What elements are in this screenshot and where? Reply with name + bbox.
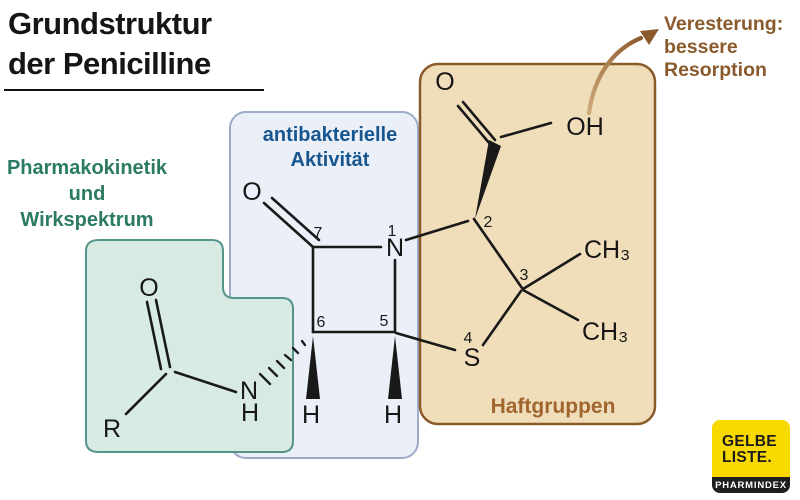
thiazolidine-region: [418, 62, 657, 426]
attachment-groups-label: Haftgruppen: [491, 395, 616, 418]
logo-black-bar: PHARMINDEX: [712, 477, 790, 493]
lactam-oxygen-label: O: [242, 178, 261, 206]
pharmacokinetics-label-line1: Pharmakokinetik: [7, 157, 168, 179]
position-number-3: 3: [520, 267, 529, 284]
hashed-wedge-c6-n: [258, 339, 307, 386]
page-title-line2: der Penicilline: [8, 46, 211, 81]
esterification-label-line2: bessere: [664, 36, 738, 58]
logo-tagline: PHARMINDEX: [715, 479, 787, 491]
hydrogen-c6-label: H: [302, 401, 320, 429]
logo-yellow-box: GELBE LISTE.: [712, 420, 790, 477]
bond-amide-c-o-1: [154, 298, 172, 369]
position-number-4: 4: [464, 330, 473, 347]
hash-mark: [258, 372, 272, 386]
bond-amide-c-n: [173, 370, 238, 394]
pharmacokinetics-label-line2: und: [69, 183, 106, 205]
bond-c-o-carboxyl-2: [456, 104, 492, 146]
bond-c7-o-2: [270, 196, 321, 242]
amide-hydrogen-label: H: [241, 399, 259, 427]
logo-text-line2: LISTE.: [722, 449, 773, 466]
acyl-side-chain-region: [85, 239, 294, 453]
ring-nitrogen-label: N: [386, 234, 404, 262]
r-group-label: R: [103, 415, 121, 443]
esterification-arrowhead-icon: [640, 29, 659, 45]
esterification-label-line3: Resorption: [664, 59, 767, 81]
wedge-c5-h: [388, 336, 402, 399]
bond-r-c: [124, 372, 168, 416]
esterification-label-line1: Veresterung:: [664, 13, 783, 35]
bond-c-o-carboxyl-1: [461, 100, 497, 142]
bond-group: [124, 100, 582, 416]
bond-c3-ch3-lower: [521, 288, 580, 322]
hash-mark: [300, 339, 307, 347]
antibacterial-label-line1: antibakterielle: [263, 124, 398, 146]
esterification-arrow: [586, 35, 644, 116]
position-number-7: 7: [314, 225, 323, 242]
position-number-6: 6: [317, 314, 326, 331]
bond-c5-s: [394, 331, 457, 352]
hydroxyl-label: OH: [566, 113, 604, 141]
pharmacokinetics-label-line3: Wirkspektrum: [20, 209, 153, 231]
title-underline: [4, 89, 264, 91]
bond-c7-o-1: [262, 201, 315, 249]
amide-nitrogen-label: N: [240, 377, 258, 405]
bond-c2-c3: [472, 217, 524, 290]
hash-mark: [291, 346, 300, 355]
methyl-lower-label: CH₃: [582, 318, 628, 346]
logo-text-line1: GELBE: [722, 433, 777, 450]
position-number-1: 1: [388, 223, 397, 240]
gelbe-liste-logo: GELBE LISTE. PHARMINDEX: [712, 420, 790, 493]
methyl-upper-label: CH₃: [584, 236, 630, 264]
bond-n1-c2: [404, 219, 470, 242]
bond-s-c3: [481, 289, 523, 347]
wedge-c2-carboxyl: [475, 140, 501, 219]
hash-mark: [283, 353, 293, 362]
hash-mark: [275, 359, 286, 370]
carboxyl-oxygen-label: O: [435, 68, 454, 96]
title-block: Grundstruktur der Penicilline: [4, 4, 264, 91]
wedge-c6-h: [306, 336, 320, 399]
hydrogen-c5-label: H: [384, 401, 402, 429]
position-number-5: 5: [380, 313, 389, 330]
sulfur-label: S: [464, 344, 481, 372]
position-number-2: 2: [484, 214, 493, 231]
amide-oxygen-label: O: [139, 274, 158, 302]
antibacterial-label-line2: Aktivität: [291, 149, 370, 171]
hash-mark: [267, 366, 279, 378]
bond-amide-c-o-2: [145, 300, 163, 371]
page-title-line1: Grundstruktur: [8, 6, 212, 41]
bond-c-oh: [499, 121, 553, 139]
bond-c3-ch3-upper: [521, 252, 582, 291]
